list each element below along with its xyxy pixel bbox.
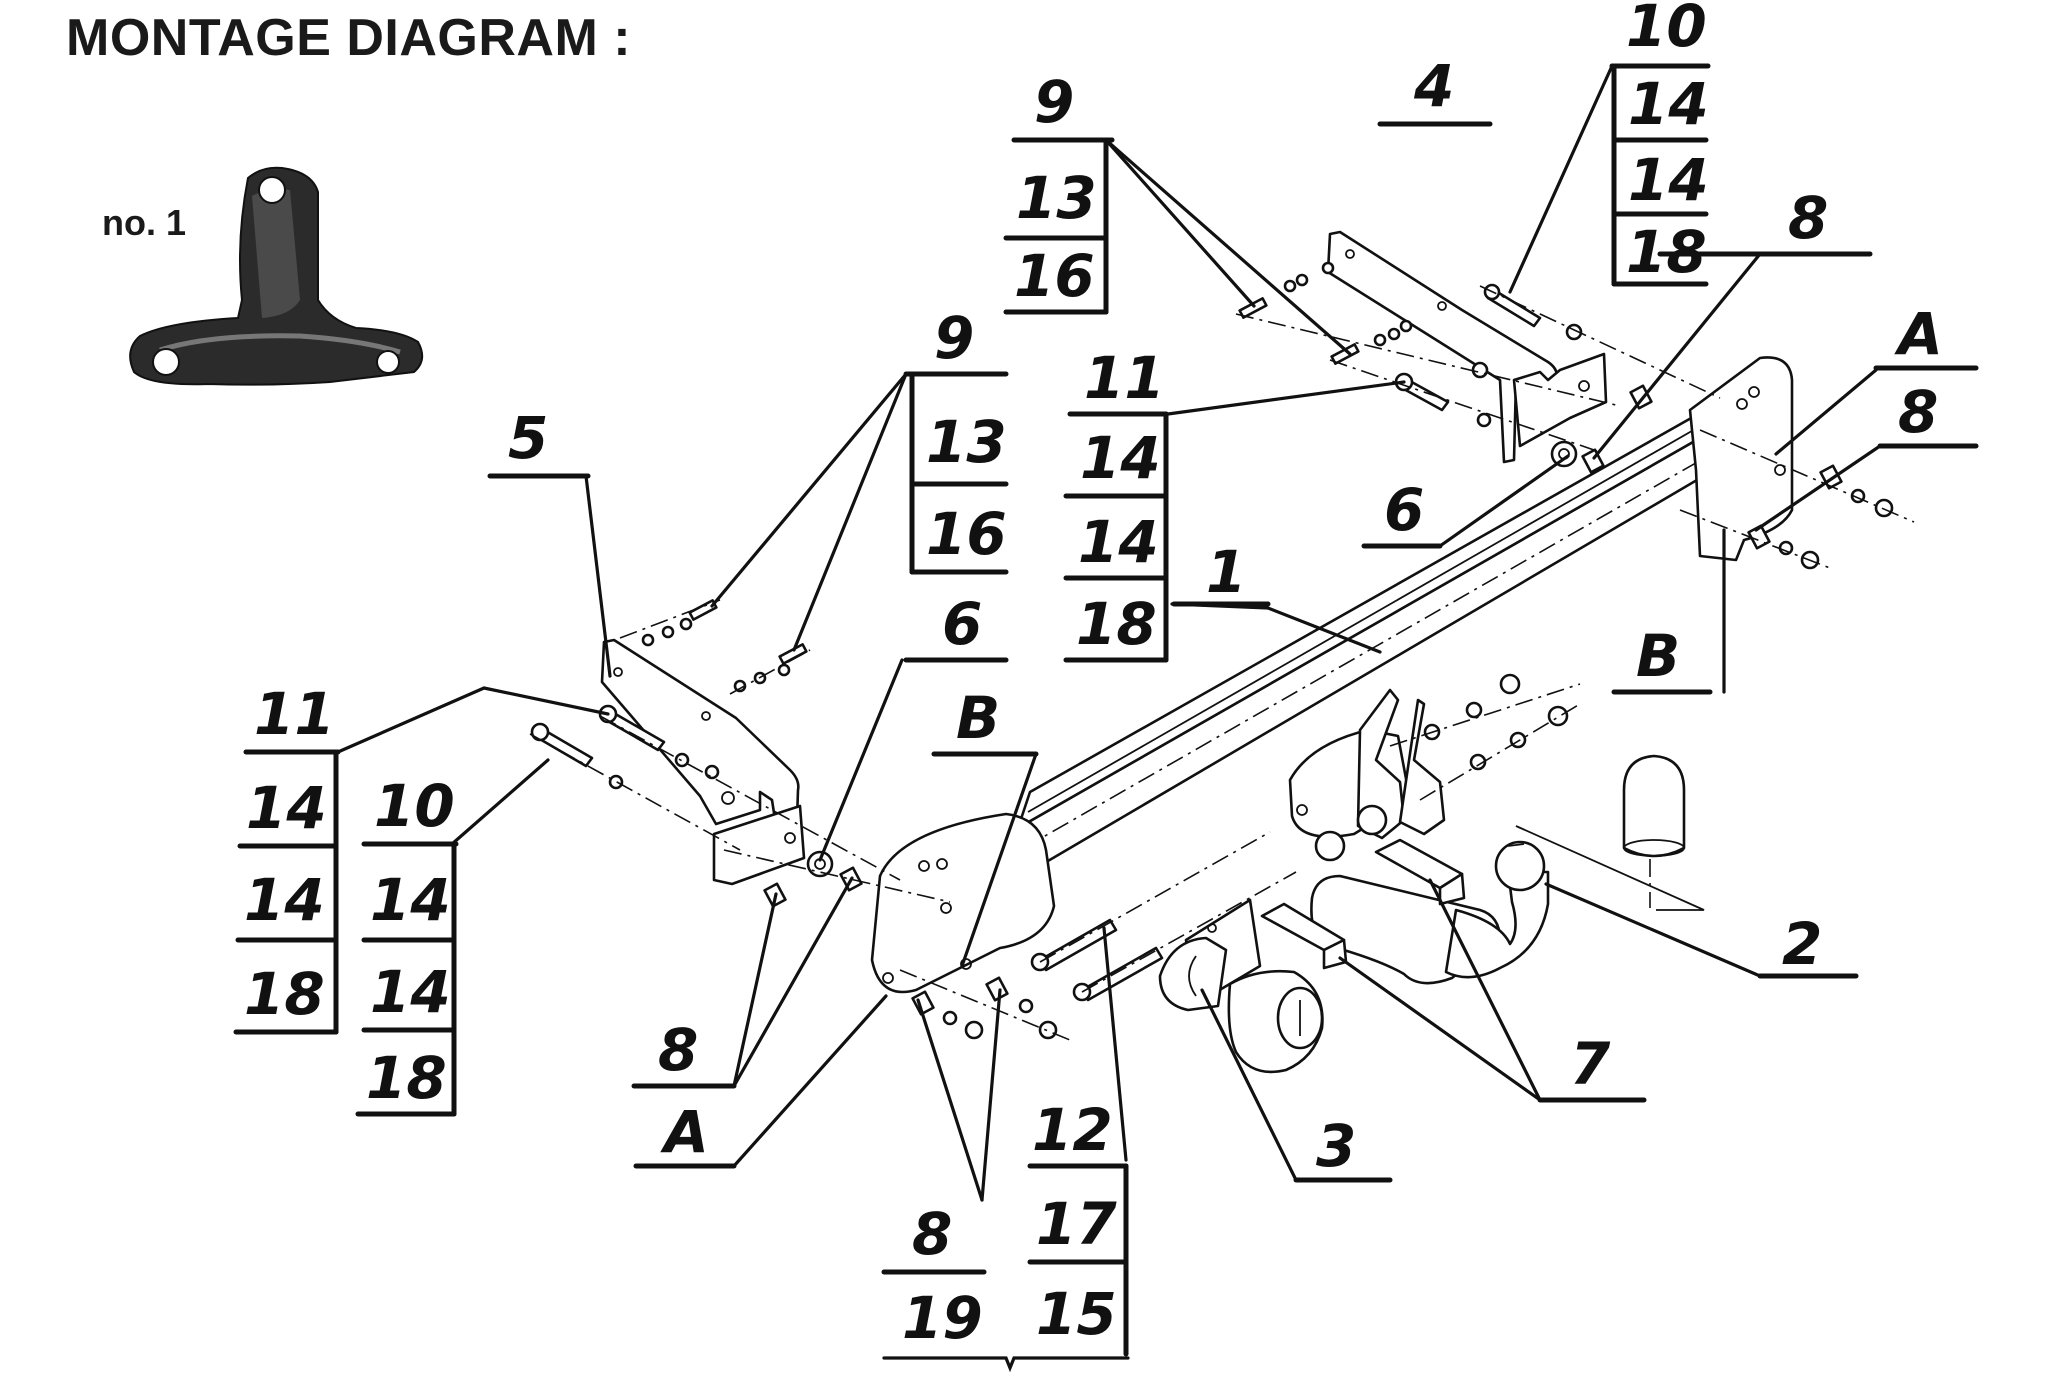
label-18-farleft-b: 18 <box>366 1044 447 1112</box>
label-14b-farleft-b: 14 <box>370 958 451 1026</box>
label-part-8-left: 8 <box>658 1016 698 1084</box>
label-14a-topright: 14 <box>1628 70 1709 138</box>
ball-cap <box>1622 754 1686 858</box>
label-part-2: 2 <box>1782 910 1822 978</box>
label-13-leftmid: 13 <box>926 408 1007 476</box>
page-title: MONTAGE DIAGRAM : <box>66 9 632 67</box>
label-17-bottom: 17 <box>1036 1190 1117 1258</box>
label-part-1: 1 <box>1206 538 1246 606</box>
callout-frames <box>233 63 1979 1357</box>
right-end-plate <box>1688 356 1794 562</box>
label-16-top: 16 <box>1014 242 1095 310</box>
label-10-farleft: 10 <box>374 772 455 840</box>
label-19-bottom: 19 <box>902 1284 983 1352</box>
label-part-4: 4 <box>1413 52 1454 120</box>
fasteners <box>530 261 1894 1040</box>
label-12-bottom: 12 <box>1032 1096 1113 1164</box>
label-part-7: 7 <box>1570 1030 1611 1098</box>
hitch-plates <box>1288 688 1446 862</box>
label-part-6-top: 6 <box>1384 476 1424 544</box>
label-14a-farleft-b: 14 <box>370 866 451 934</box>
photo-label: no. 1 <box>102 202 187 243</box>
label-part-6-left: 6 <box>942 590 982 658</box>
label-18-mid: 18 <box>1076 590 1157 658</box>
label-11-mid: 11 <box>1084 344 1165 412</box>
label-18-topright: 18 <box>1626 218 1707 286</box>
callout-labels: 9 13 16 11 14 14 18 10 14 14 18 9 13 16 … <box>244 0 1943 1352</box>
crossbar <box>1016 402 1718 870</box>
label-14b-farleft: 14 <box>244 866 325 934</box>
bracket-part-5 <box>600 638 806 886</box>
label-10-topright: 10 <box>1626 0 1707 60</box>
leader-lines <box>336 64 1882 1373</box>
label-ref-b-left: B <box>956 684 1000 752</box>
socket-part-3 <box>1158 898 1324 1074</box>
label-part-5: 5 <box>508 404 548 472</box>
label-9-top: 9 <box>1034 68 1074 136</box>
label-14b-topright: 14 <box>1628 146 1709 214</box>
label-part-8-top: 8 <box>1788 184 1828 252</box>
label-8-bottom: 8 <box>912 1200 952 1268</box>
bracket-photo <box>129 166 424 386</box>
label-ref-a-right: A <box>1894 300 1943 368</box>
bracket-part-4 <box>1326 230 1608 464</box>
label-ref-b-right: B <box>1636 622 1680 690</box>
label-14b-mid: 14 <box>1078 508 1159 576</box>
label-18-farleft: 18 <box>244 960 325 1028</box>
label-part-8-right: 8 <box>1898 378 1938 446</box>
label-14a-farleft: 14 <box>246 774 327 842</box>
label-part-3: 3 <box>1316 1112 1356 1180</box>
label-16-leftmid: 16 <box>926 500 1007 568</box>
spacers-part-7 <box>1260 838 1466 970</box>
towball-part-2 <box>1310 760 1705 985</box>
label-13-top: 13 <box>1016 164 1097 232</box>
label-15-bottom: 15 <box>1036 1280 1117 1348</box>
label-9-leftmid: 9 <box>934 304 974 372</box>
label-ref-a-left: A <box>660 1098 709 1166</box>
label-11-farleft: 11 <box>254 680 335 748</box>
label-14a-mid: 14 <box>1080 424 1161 492</box>
left-end-plate <box>870 812 1056 994</box>
assembly-axes <box>529 285 1915 1041</box>
